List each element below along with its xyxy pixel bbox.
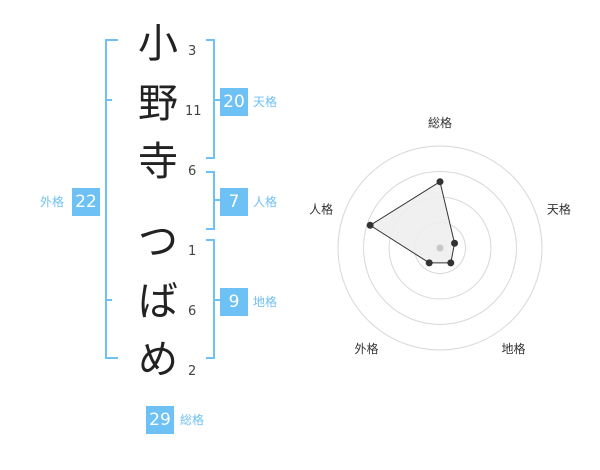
- radar-polygon: [369, 180, 456, 264]
- chikaku-label: 地格: [253, 295, 278, 309]
- stroke-count-2: 11: [185, 104, 202, 119]
- gaikaku-bracket: [105, 39, 118, 359]
- jinkaku-value-badge: 7: [220, 188, 248, 216]
- soukaku-label: 総格: [180, 413, 205, 427]
- radar-point: [425, 259, 433, 267]
- name-char-5: ば: [138, 279, 178, 325]
- radar-axis-label: 外格: [355, 341, 379, 356]
- tenkaku-label: 天格: [253, 95, 278, 109]
- stroke-count-5: 6: [188, 304, 197, 319]
- stroke-count-6: 2: [188, 364, 197, 379]
- radar-ring: [363, 171, 517, 325]
- radar-point: [366, 221, 374, 229]
- gaikaku-label: 外格: [40, 195, 65, 209]
- radar-point: [436, 178, 444, 186]
- gaikaku-value-badge: 22: [72, 188, 100, 216]
- radar-axis-label: 人格: [309, 201, 333, 216]
- radar-axis-label: 地格: [501, 341, 525, 356]
- stroke-count-1: 3: [188, 44, 197, 59]
- radar-ring: [337, 145, 543, 351]
- radar-point: [447, 259, 455, 267]
- radar-axis-label: 総格: [428, 115, 452, 130]
- name-char-3: 寺: [138, 139, 178, 185]
- soukaku-value-badge: 29: [146, 406, 174, 434]
- radar-point: [451, 239, 459, 247]
- name-char-1: 小: [138, 21, 178, 67]
- stroke-count-3: 6: [188, 164, 197, 179]
- radar-axis-label: 天格: [547, 201, 571, 216]
- chikaku-value-badge: 9: [220, 288, 248, 316]
- stroke-count-4: 1: [188, 244, 197, 259]
- name-char-6: め: [138, 337, 178, 383]
- radar-center-dot: [436, 244, 444, 252]
- jinkaku-label: 人格: [253, 195, 278, 209]
- tenkaku-value-badge: 20: [220, 88, 248, 116]
- name-char-4: つ: [138, 219, 178, 265]
- name-char-2: 野: [138, 81, 178, 127]
